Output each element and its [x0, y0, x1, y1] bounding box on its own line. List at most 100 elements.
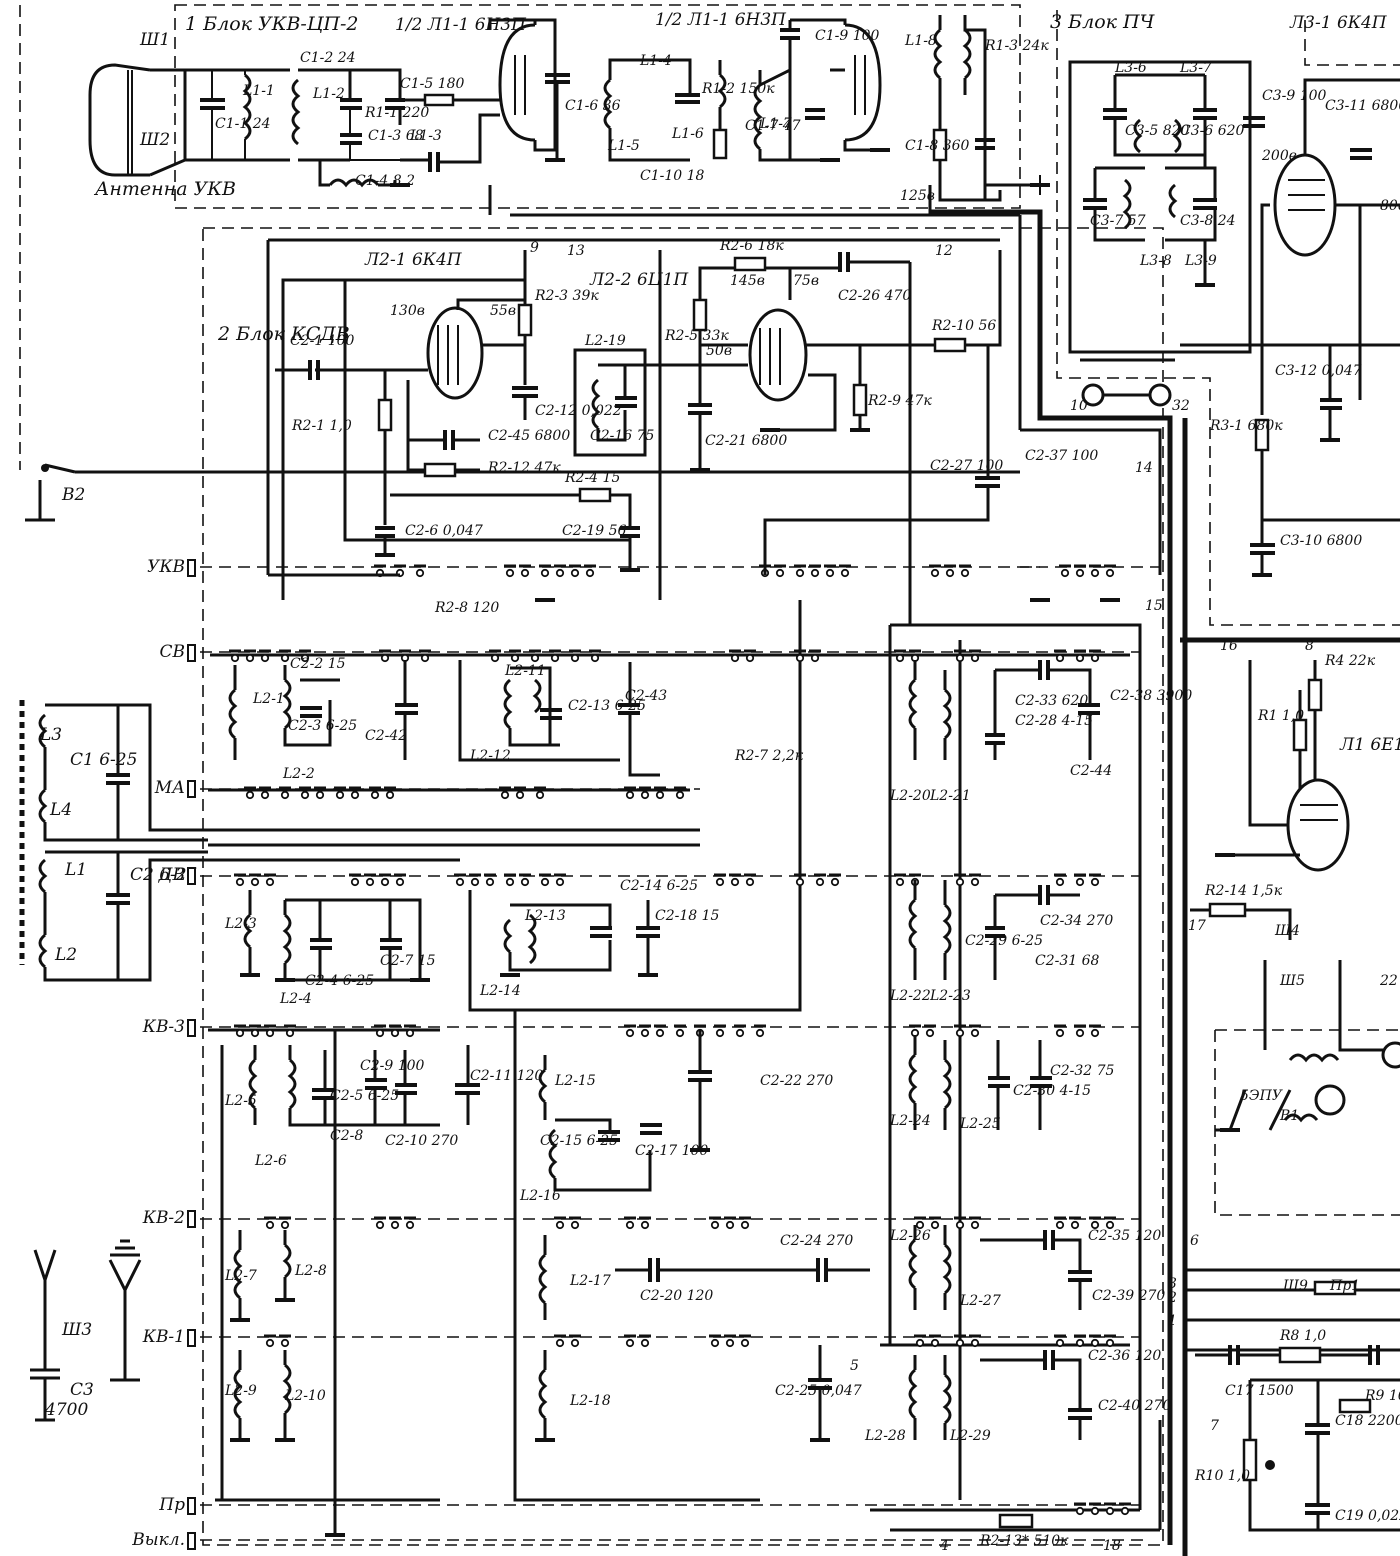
coil-label: L2-7 [224, 1268, 257, 1284]
output-part-label: R9 100 [1364, 1388, 1400, 1404]
switch-contact [1055, 1028, 1065, 1038]
band-label: КВ-1 [142, 1327, 185, 1347]
cap-label: С2-42 [365, 728, 407, 744]
switch-contact [375, 1220, 385, 1230]
cap-label: С2-38 3900 [1110, 688, 1192, 704]
switch-contact [970, 1028, 980, 1038]
coil-label: L2-17 [569, 1273, 611, 1289]
block2-part-label: R2-10 56 [931, 318, 996, 334]
pin-number: 32 [1172, 398, 1190, 414]
block1-part-label: L1-3 [409, 128, 442, 144]
output-part-label: Ш4 [1274, 923, 1300, 939]
switch-contact [1090, 1506, 1100, 1516]
switch-contact [655, 790, 665, 800]
coil-label: L2-23 [929, 988, 971, 1004]
cap-c3-value: 4700 [44, 1400, 88, 1420]
output-part-label: R8 1,0 [1279, 1328, 1326, 1344]
cap-c3: С3 [70, 1380, 94, 1400]
block2-part-label: R2-9 47к [867, 393, 932, 409]
switch-contact [735, 1028, 745, 1038]
band-terminal [187, 1329, 196, 1347]
switch-contact [1060, 568, 1070, 578]
cap-label: С2-20 120 [640, 1288, 713, 1304]
switch-contact [955, 653, 965, 663]
switch-contact [375, 1028, 385, 1038]
coil-label: L2-28 [864, 1428, 906, 1444]
switch-contact [795, 568, 805, 578]
cap-label: С2-34 270 [1040, 913, 1113, 929]
band-label: СВ [160, 642, 186, 662]
switch-contact [250, 877, 260, 887]
coil-label: L2-10 [284, 1388, 326, 1404]
band-label: УКВ [147, 557, 185, 577]
switch-contact [1105, 1338, 1115, 1348]
cap-label: С2-44 [1070, 763, 1112, 779]
band-label: КВ-3 [142, 1017, 185, 1037]
switch-contact [260, 790, 270, 800]
band-label: Выкл. [131, 1530, 185, 1550]
block2-part-label: R2-3 39к [534, 288, 599, 304]
switch-contact [895, 877, 905, 887]
switch-contact [745, 653, 755, 663]
ext-coil-l3: L3 [39, 725, 62, 745]
switch-contact [315, 790, 325, 800]
switch-v2: В2 [61, 485, 85, 505]
coil-label: L2-11 [504, 663, 546, 679]
output-part-label: В1 [1279, 1108, 1299, 1124]
block1-part-label: С1-3 68 [368, 128, 424, 144]
switch-contact [815, 877, 825, 887]
antenna-label: Антенна УКВ [93, 178, 236, 200]
cap-label: С2-33 620 [1015, 693, 1088, 709]
voltage-label: 55в [490, 303, 516, 319]
block1-part-label: L1-6 [671, 126, 704, 142]
pin-number: 14 [1135, 460, 1153, 476]
switch-contact [520, 568, 530, 578]
block2-part-label: R2-12 47к [487, 460, 561, 476]
switch-contact [810, 568, 820, 578]
switch-contact [505, 568, 515, 578]
band-terminal [187, 1210, 196, 1228]
switch-contact [390, 1220, 400, 1230]
cap-label: С2-25 0,047 [775, 1383, 862, 1399]
switch-contact [625, 790, 635, 800]
switch-contact [395, 877, 405, 887]
switch-contact [810, 653, 820, 663]
switch-contact [730, 877, 740, 887]
switch-contact [745, 877, 755, 887]
block2-part-label: R2-8 120 [434, 600, 499, 616]
switch-contact [715, 877, 725, 887]
switch-contact [1105, 1506, 1115, 1516]
switch-contact [710, 1338, 720, 1348]
output-part-label: R4 22к [1324, 653, 1376, 669]
block1-part-label: R1-1 220 [364, 105, 429, 121]
switch-contact [280, 790, 290, 800]
block2-part-label: R2-7 2,2к [734, 748, 804, 764]
tube-l1: Л1 6Е1П [1339, 735, 1400, 755]
cap-label: С2-3 6-25 [288, 718, 357, 734]
switch-contact [955, 1028, 965, 1038]
block3-part-label: L3-6 [1114, 60, 1147, 76]
switch-contact [640, 1220, 650, 1230]
switch-contact [625, 1220, 635, 1230]
pin-number: 9 [530, 240, 539, 256]
switch-contact [675, 1028, 685, 1038]
block1-part-label: С1-9 100 [815, 28, 880, 44]
grounds [230, 148, 1340, 1537]
switch-contact [370, 790, 380, 800]
block3-part-label: С3-12 0,047 [1275, 363, 1362, 379]
block2-part-label: С2-27 100 [930, 458, 1003, 474]
cap-label: С2-30 4-15 [1013, 1083, 1091, 1099]
switch-contact [625, 1028, 635, 1038]
coil-label: L2-26 [889, 1228, 931, 1244]
block1-part-label: С1-7 47 [745, 118, 801, 134]
band-terminal [187, 1019, 196, 1037]
switch-contact [555, 568, 565, 578]
coil-label: L2-9 [224, 1383, 257, 1399]
cap-label: С2-14 6-25 [620, 878, 698, 894]
coil-label: L2-5 [224, 1093, 257, 1109]
block2-part-label: L2-19 [584, 333, 626, 349]
switch-contact [1070, 1220, 1080, 1230]
switch-contact [1075, 1338, 1085, 1348]
cap-label: С2-31 68 [1035, 953, 1100, 969]
block3-part-label: L3-7 [1179, 60, 1212, 76]
